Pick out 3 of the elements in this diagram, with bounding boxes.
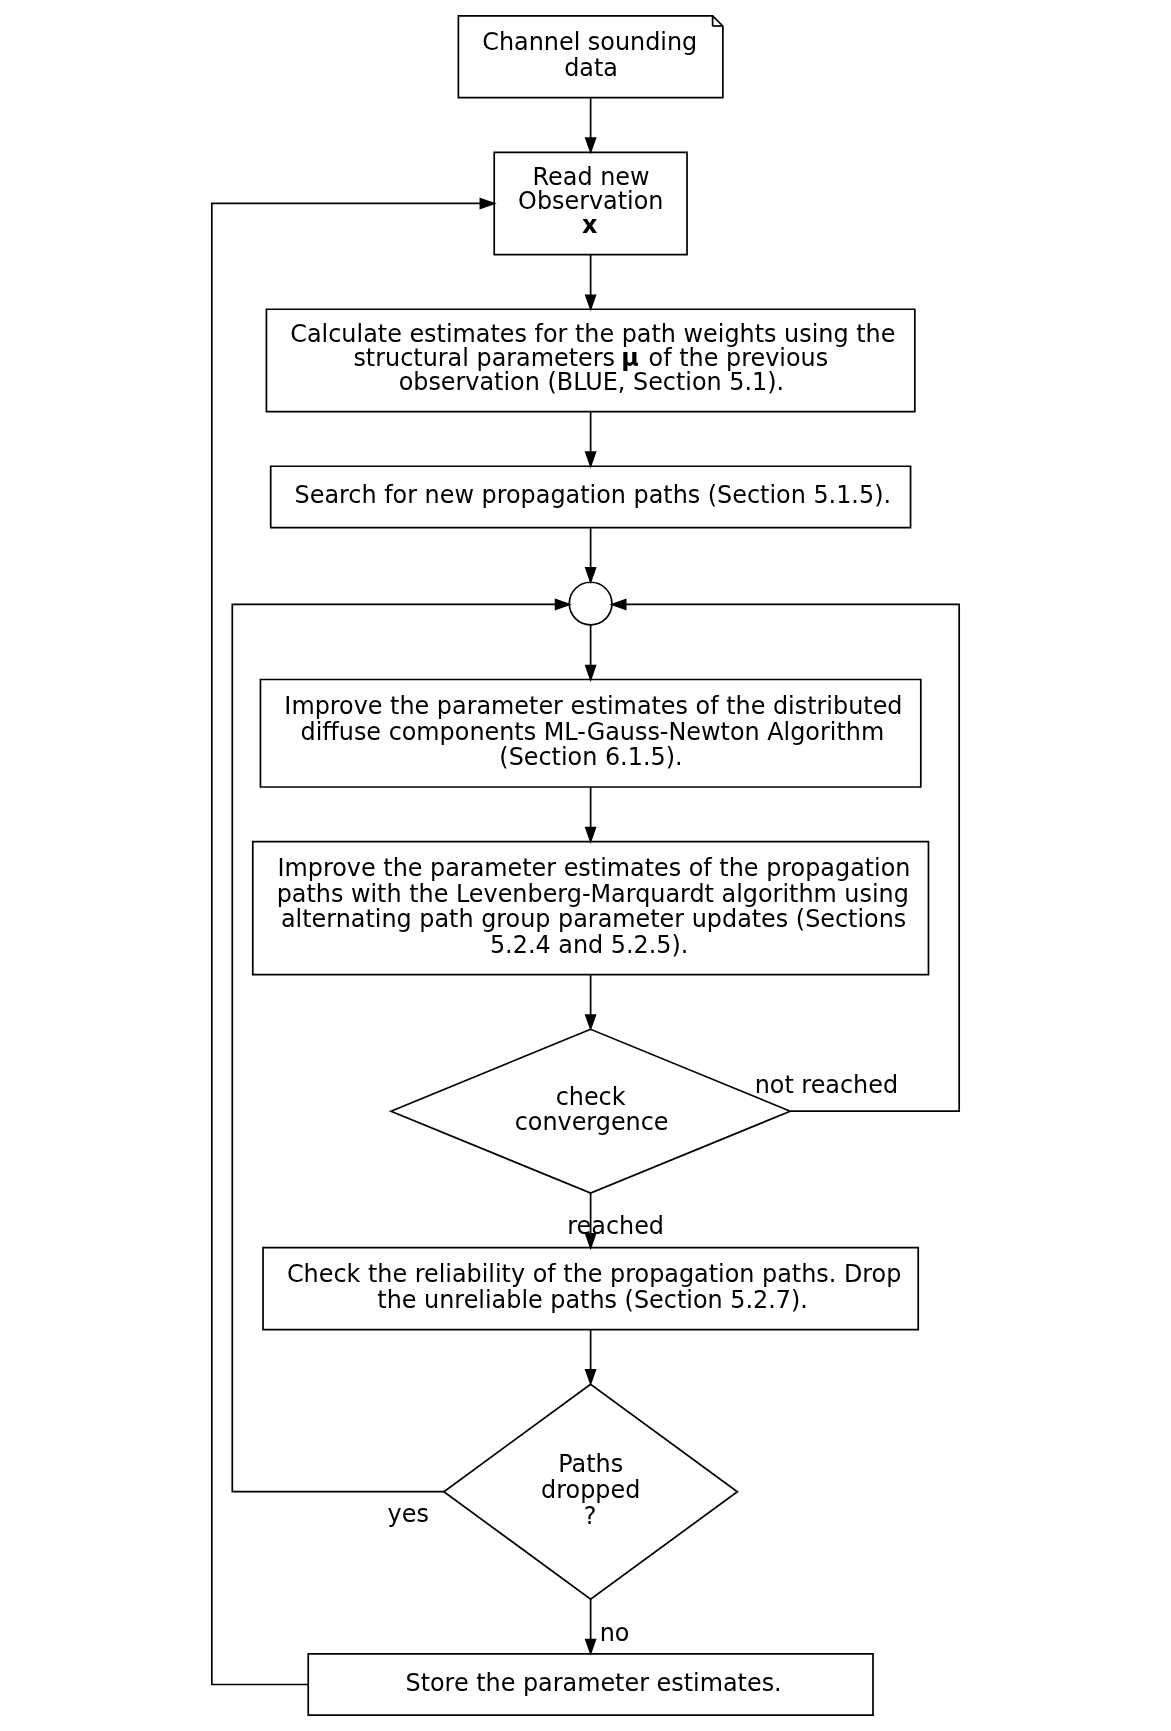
edge-label: no [599, 1618, 630, 1647]
edge-label: yes [387, 1500, 429, 1529]
edge-label: not reached [754, 1071, 899, 1100]
